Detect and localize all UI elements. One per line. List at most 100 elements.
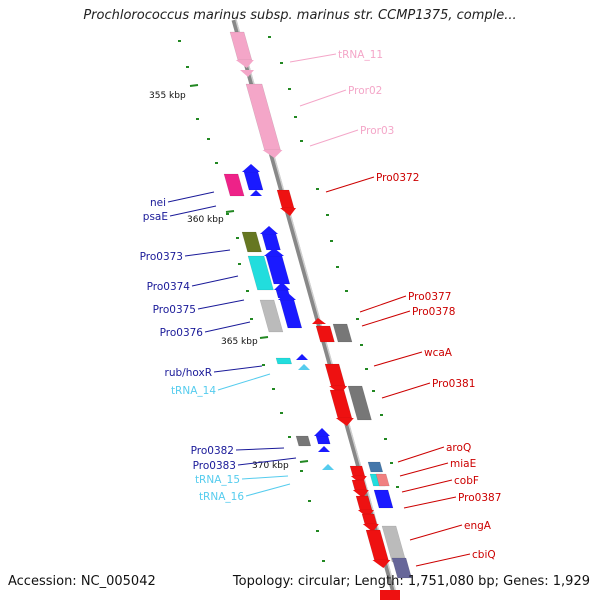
track-tick xyxy=(236,237,239,239)
gene-label-left: rub/hoxR xyxy=(165,367,212,379)
label-leader xyxy=(409,524,463,541)
gene-pro0373b-arrowhead xyxy=(260,226,278,234)
track-tick xyxy=(396,486,399,488)
gene-label-left: tRNA_14 xyxy=(171,385,216,397)
label-leader xyxy=(359,295,407,313)
gene-rub-hoxR xyxy=(275,357,293,365)
gene-pro0372-arrowhead xyxy=(280,208,297,216)
gene-pro0383 xyxy=(315,435,331,445)
label-leader xyxy=(241,475,289,480)
scale-tick xyxy=(189,84,199,87)
trna-15-arrow xyxy=(322,464,334,470)
gene-pro0373b xyxy=(261,233,281,251)
topology-label: Topology: circular; Length: 1,751,080 bp… xyxy=(232,574,590,589)
gene-rub-arrow xyxy=(296,354,308,360)
gene-cbiQ-b xyxy=(391,557,412,579)
label-leader xyxy=(397,446,445,463)
rrna-gene-arrowhead xyxy=(235,60,254,68)
label-leader xyxy=(245,483,291,497)
label-leader xyxy=(373,351,423,367)
track-tick xyxy=(262,364,265,366)
label-leader xyxy=(184,249,231,257)
gene-edge xyxy=(380,590,400,600)
gene-label-right: Pro0387 xyxy=(458,492,501,504)
label-leader xyxy=(204,321,251,333)
rrna-gene-arrowhead xyxy=(262,150,283,158)
label-leader xyxy=(299,89,347,107)
gene-label-left: tRNA_16 xyxy=(199,491,244,503)
track-tick xyxy=(268,36,271,38)
gene-label-left: nei xyxy=(150,197,166,209)
label-leader xyxy=(325,176,375,193)
track-tick xyxy=(345,290,348,292)
label-leader xyxy=(403,496,457,509)
label-leader xyxy=(213,365,263,373)
rrna-gene xyxy=(245,83,281,151)
gene-label-right: wcaA xyxy=(424,347,453,359)
track-tick xyxy=(300,140,303,142)
track-tick xyxy=(316,530,319,532)
track-tick xyxy=(250,318,253,320)
label-leader xyxy=(381,382,431,399)
track-tick xyxy=(372,390,375,392)
gene-label-left: Pro0375 xyxy=(153,304,196,316)
gene-psaE-tip xyxy=(250,190,262,196)
track-tick xyxy=(316,188,319,190)
gene-label-right: tRNA_11 xyxy=(338,49,383,61)
rrna-arrowhead xyxy=(240,70,254,77)
gene-miaE xyxy=(367,461,384,473)
gene-pro0374 xyxy=(247,255,274,291)
track-tick xyxy=(280,62,283,64)
track-tick xyxy=(272,388,275,390)
gene-cobF-arrowhead xyxy=(352,490,369,498)
label-leader xyxy=(169,205,217,217)
scale-label: 370 kbp xyxy=(252,461,289,471)
label-leader xyxy=(415,553,471,567)
track-tick xyxy=(238,263,241,265)
track-tick xyxy=(196,118,199,120)
label-leader xyxy=(217,373,271,391)
scale-tick xyxy=(299,460,309,463)
label-leader xyxy=(309,129,359,147)
gene-label-right: Pro0372 xyxy=(376,172,419,184)
gene-engA-arrowhead xyxy=(362,524,379,532)
gene-pro0375-arrowhead xyxy=(274,282,290,290)
track-tick xyxy=(246,290,249,292)
trna-14-arrow xyxy=(298,364,310,370)
map-title: Prochlorococcus marinus subsp. marinus s… xyxy=(83,8,517,23)
gene-psaE-arrowhead xyxy=(242,164,260,172)
accession-label: Accession: NC_005042 xyxy=(8,574,156,589)
scale-label: 365 kbp xyxy=(221,337,258,347)
track-tick xyxy=(384,438,387,440)
gene-pro0378 xyxy=(332,323,353,343)
gene-pro0376b-arrowhead xyxy=(278,292,296,300)
gene-pro0383-arrow xyxy=(318,446,330,452)
gene-pro0376b xyxy=(279,299,303,329)
gene-pro0374b-arrowhead xyxy=(264,248,284,256)
track-tick xyxy=(207,138,210,140)
track-tick xyxy=(300,470,303,472)
gene-label-left: Pro0376 xyxy=(160,327,204,339)
gene-label-left: Pro0383 xyxy=(193,460,236,472)
track-tick xyxy=(322,560,325,562)
gene-label-right: cobF xyxy=(454,475,479,487)
track-tick xyxy=(365,368,368,370)
track-tick xyxy=(326,214,329,216)
gene-label-right: Pro0377 xyxy=(408,291,451,303)
track-tick xyxy=(308,500,311,502)
track-tick xyxy=(186,66,189,68)
gene-cbiQ-arrowhead xyxy=(372,560,391,568)
track-tick xyxy=(280,412,283,414)
gene-pro0376 xyxy=(259,299,284,333)
gene-label-right: miaE xyxy=(450,458,476,470)
gene-label-right: Pror02 xyxy=(348,85,382,97)
gene-label-right: engA xyxy=(464,520,492,532)
gene-label-left: Pro0374 xyxy=(147,281,191,293)
gene-label-left: Pro0373 xyxy=(140,251,183,263)
gene-engA xyxy=(361,513,378,525)
gene-label-right: Pro0381 xyxy=(432,378,475,390)
label-leader xyxy=(235,447,285,451)
gene-label-left: Pro0382 xyxy=(191,445,234,457)
